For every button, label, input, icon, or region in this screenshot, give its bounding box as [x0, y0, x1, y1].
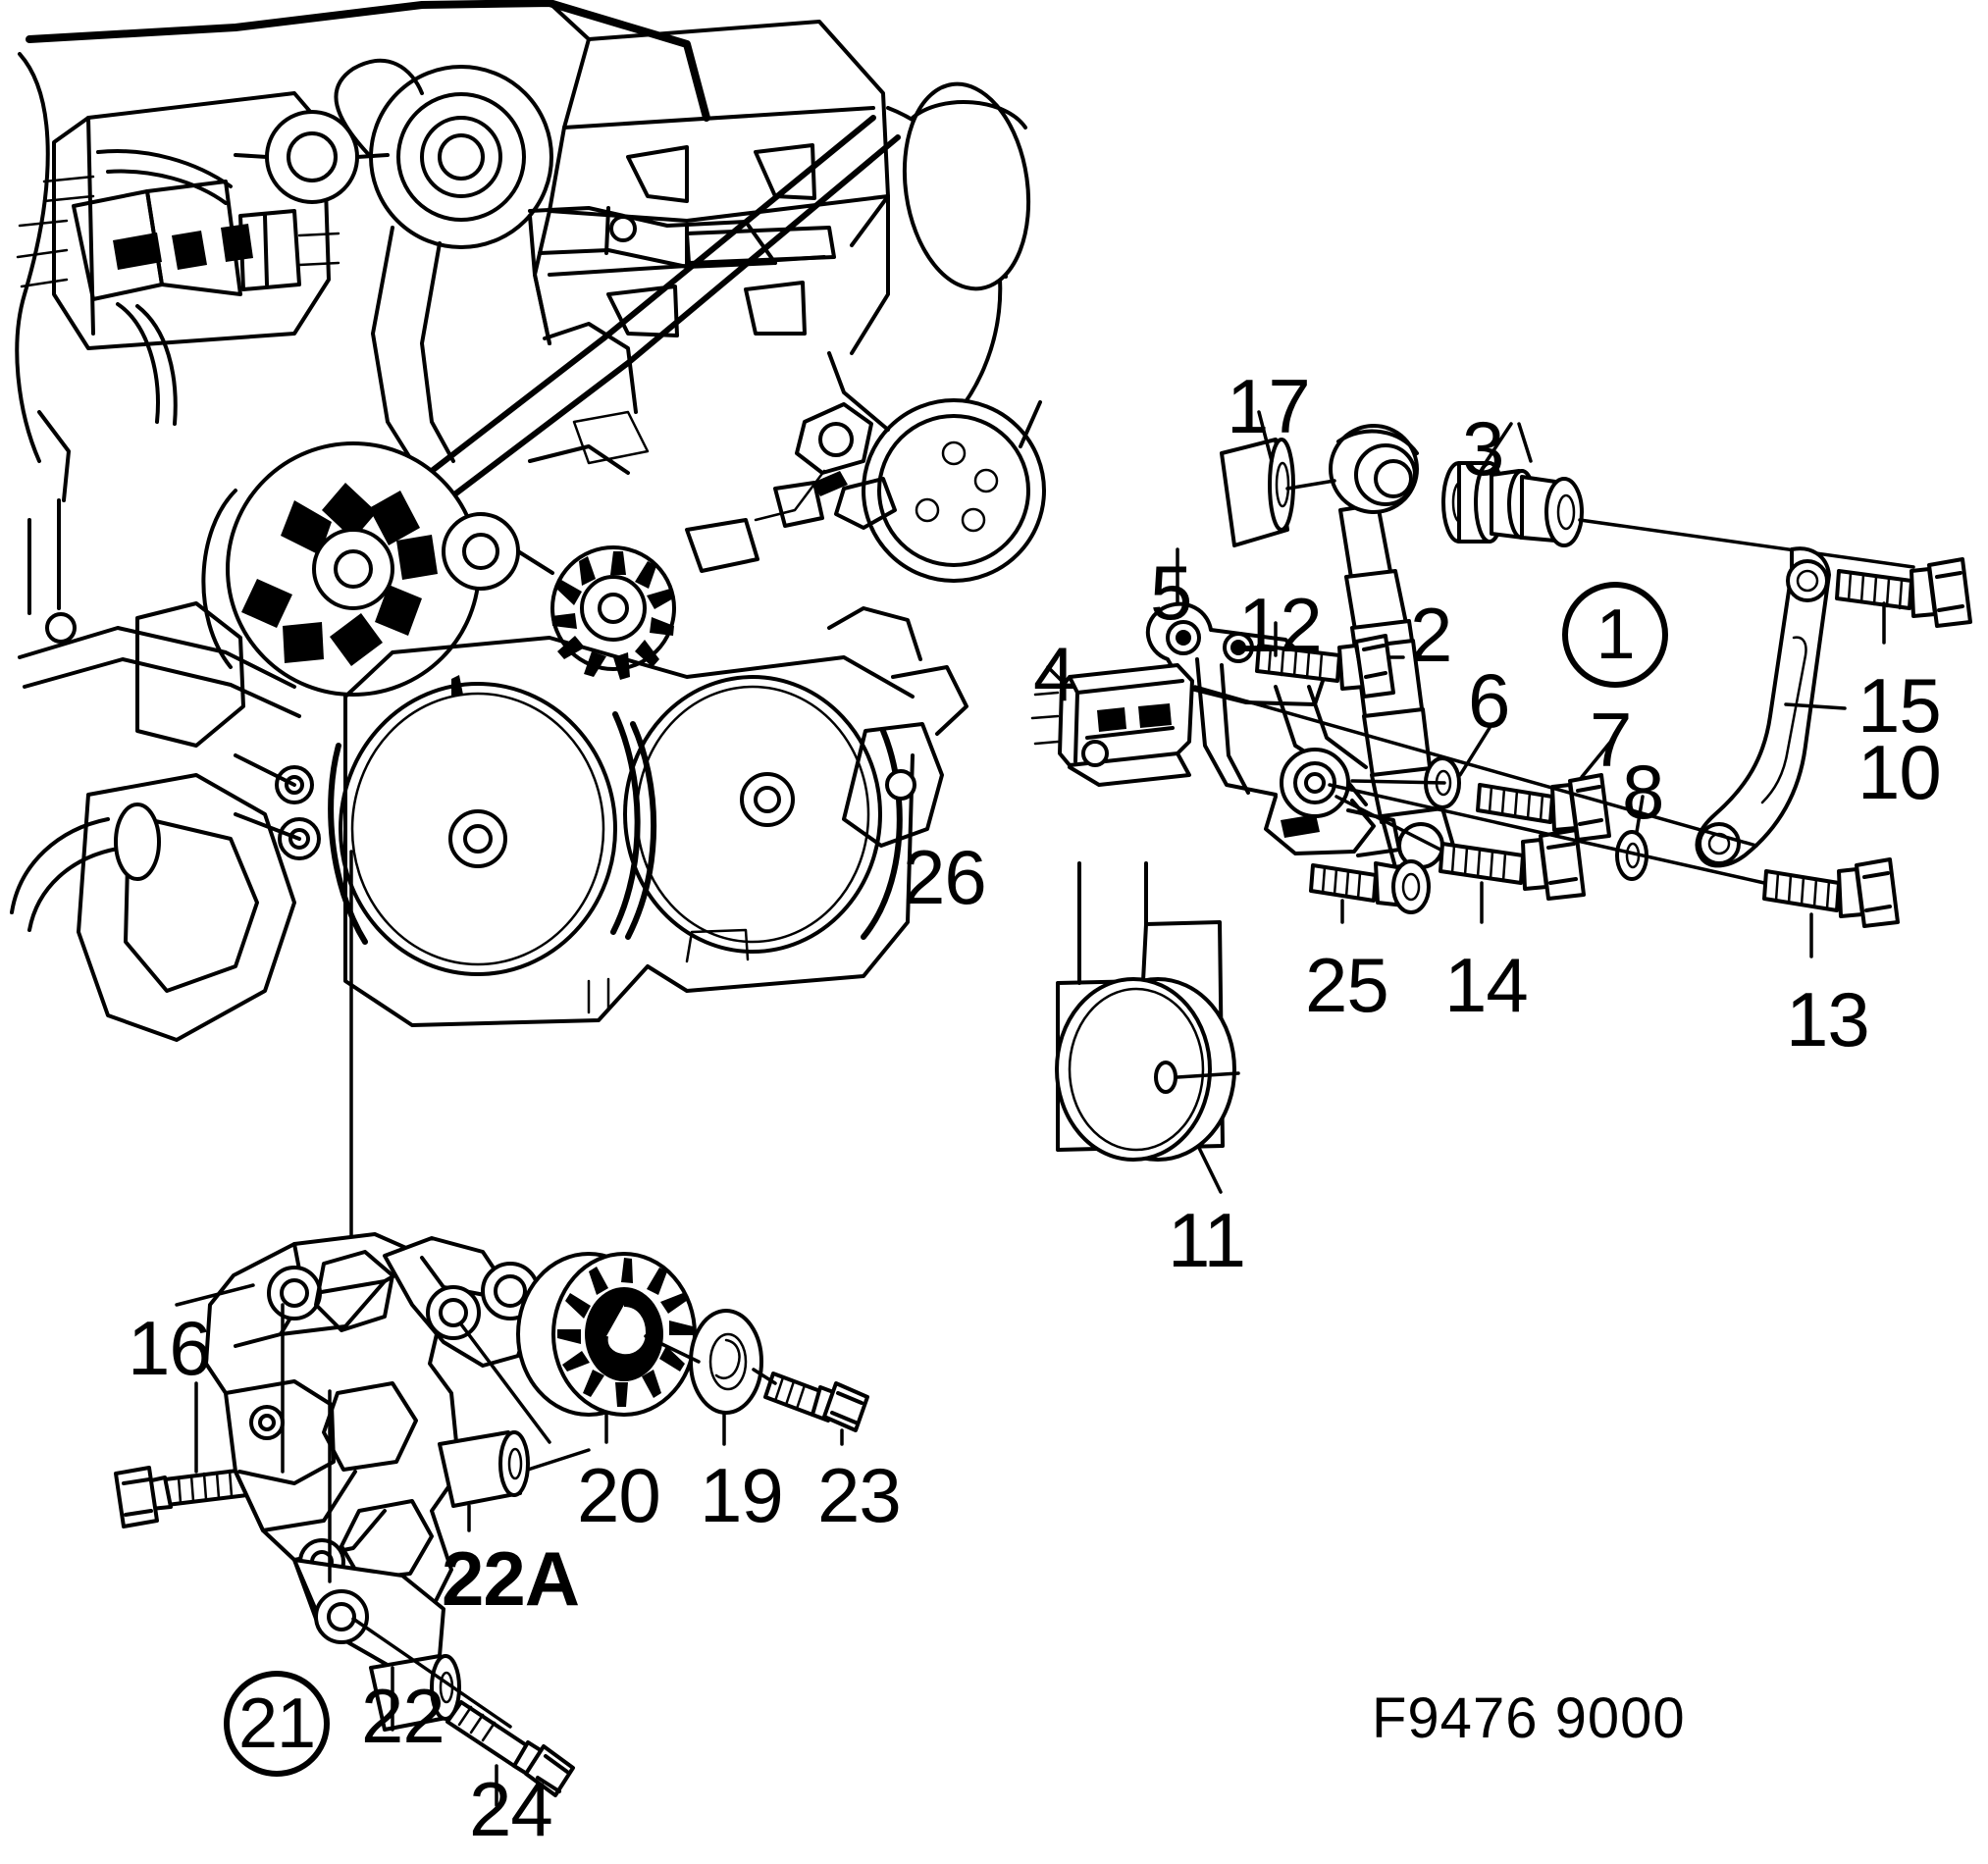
engine-assembly-drawing: [10, 0, 1046, 1277]
part-24-bolt: [445, 1700, 575, 1797]
callout-14: 14: [1444, 942, 1529, 1028]
part-12-bolt: [1255, 634, 1395, 699]
part-22A-spacer-sleeve: [438, 1430, 530, 1508]
part-17-rubber-bush: [1220, 438, 1295, 547]
callout-20: 20: [577, 1452, 661, 1538]
figure-reference: F9476 9000: [1372, 1686, 1686, 1750]
callout-11: 11: [1168, 1197, 1246, 1283]
callout-7: 7: [1590, 697, 1632, 783]
callout-10: 10: [1857, 729, 1942, 815]
part-15-bolt: [1835, 557, 1972, 628]
part-13-bolt: [1762, 857, 1900, 928]
part-4-mounting-bracket: [1030, 663, 1194, 787]
callout-23: 23: [817, 1452, 902, 1538]
callout-3: 3: [1462, 405, 1504, 492]
callout-22a: 22A: [442, 1535, 580, 1622]
callout-2: 2: [1410, 592, 1452, 678]
callout-5: 5: [1150, 549, 1192, 636]
callout-12: 12: [1238, 582, 1323, 668]
tensioner-assembly-exploded-view: [1030, 410, 1972, 1194]
part-23-bolt: [763, 1372, 869, 1432]
part-14-bolt: [1439, 828, 1586, 901]
part-20-idler-pulley: [516, 1252, 697, 1417]
callout-24: 24: [469, 1766, 553, 1852]
part-11-pulley: [1055, 920, 1236, 1162]
bracket-and-idler-assembly: [114, 1232, 869, 1807]
part-16-bolt: [114, 1466, 249, 1528]
callout-15: 15: [1857, 662, 1942, 749]
callout-1: 1: [1562, 582, 1668, 688]
part-25-stud-bolt: [1309, 859, 1431, 914]
part-3-bushing-set: [1441, 461, 1584, 547]
callout-21: 21: [224, 1671, 330, 1777]
callout-25: 25: [1305, 942, 1389, 1028]
callout-6: 6: [1468, 657, 1510, 744]
callout-19: 19: [700, 1452, 784, 1538]
part-19-washer: [689, 1309, 763, 1415]
callout-8: 8: [1622, 749, 1664, 835]
callout-4: 4: [1033, 631, 1075, 717]
part-8-washer: [1615, 830, 1648, 881]
callout-17: 17: [1227, 363, 1311, 449]
callout-16: 16: [128, 1305, 212, 1391]
part-21-bracket: [204, 1232, 540, 1670]
callout-26: 26: [903, 834, 987, 920]
callout-22: 22: [361, 1673, 445, 1759]
callout-13: 13: [1786, 976, 1870, 1062]
